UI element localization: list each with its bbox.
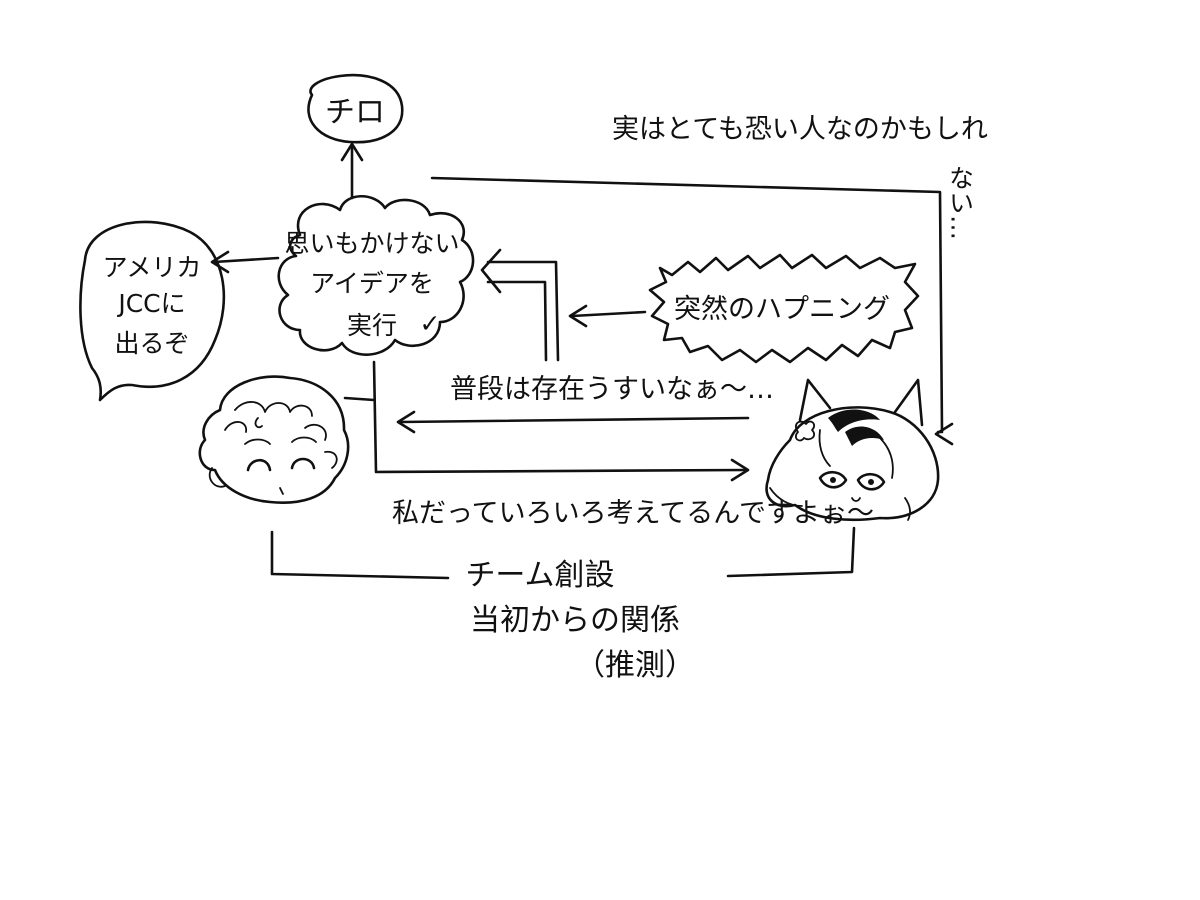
- arrow-burst-to-cloud: [482, 250, 645, 360]
- happening-text: 突然のハプニング: [674, 294, 890, 325]
- idea-cloud-node: 思いもかけない アイデアを 実行 ✓: [279, 196, 473, 354]
- flower-icon: [796, 422, 814, 441]
- arrow-to-america: [212, 252, 278, 272]
- footer-line-1: チーム創設: [465, 558, 614, 593]
- idea-line-2: アイデアを: [310, 269, 434, 298]
- check-mark: ✓: [420, 309, 441, 338]
- top-label-node: チロ: [308, 75, 402, 142]
- maybe-scary-text: 実はとても恐い人なのかもしれ: [612, 114, 988, 145]
- footer-line-3: （推測）: [575, 648, 695, 683]
- idea-line-3: 実行: [347, 311, 397, 340]
- right-eye: [292, 459, 314, 468]
- america-bubble-node: アメリカ JCCに 出るぞ: [80, 222, 223, 400]
- thinking-text: 私だっていろいろ考えてるんですよぉ～: [392, 498, 874, 529]
- footer-line-2: 当初からの関係: [470, 603, 680, 638]
- arrow-to-top-label: [342, 144, 362, 198]
- existence-text: 普段は存在うすいなぁ～…: [450, 374, 774, 405]
- left-character: [200, 377, 348, 503]
- left-eye: [248, 460, 270, 470]
- america-line-3: 出るぞ: [114, 329, 189, 358]
- idea-line-1: 思いもかけない: [284, 229, 459, 258]
- top-label-text: チロ: [325, 95, 385, 130]
- happening-burst-node: 突然のハプニング: [650, 255, 918, 362]
- america-line-2: JCCに: [116, 289, 185, 318]
- arrow-existence: [398, 412, 748, 432]
- right-cat-ear: [895, 380, 922, 425]
- america-line-1: アメリカ: [103, 253, 202, 282]
- left-cat-ear: [800, 380, 830, 420]
- maybe-scary-cont: ない…: [946, 165, 975, 240]
